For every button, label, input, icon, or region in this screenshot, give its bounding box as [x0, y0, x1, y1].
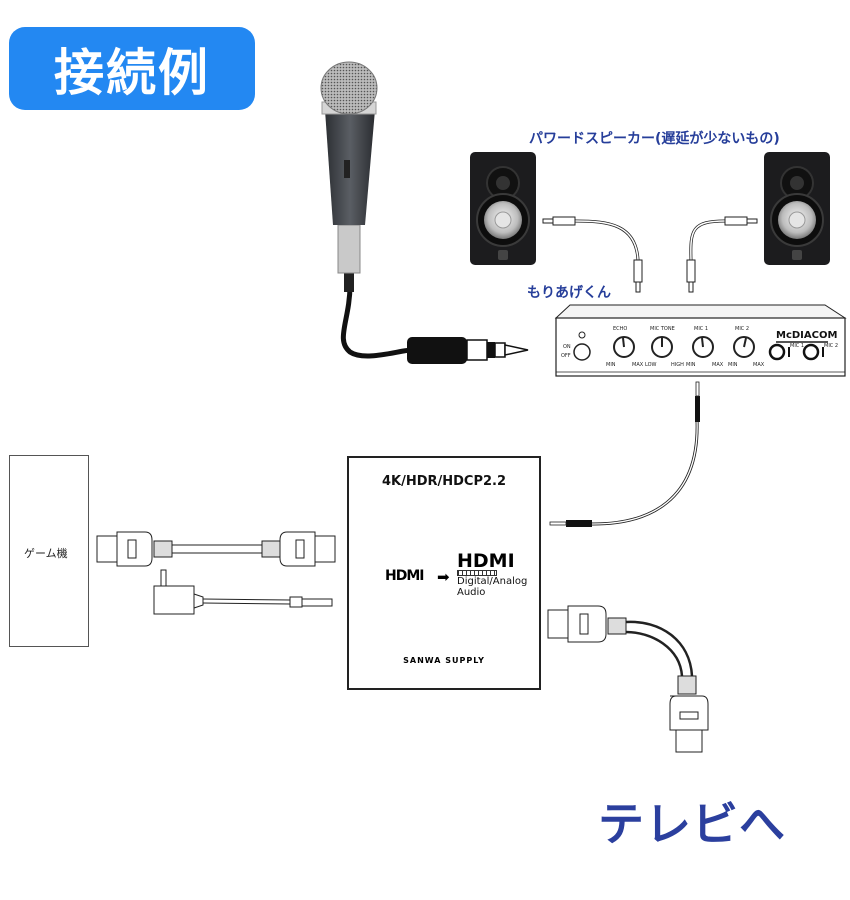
hdmi-cable-tv — [547, 605, 709, 753]
to-tv-label: テレビへ — [598, 797, 786, 851]
game-console-label: ゲーム機 — [24, 547, 68, 560]
hdmi-audio-converter: 4K/HDR/HDCP2.2 HDMI ➡ HDMI Digital/Analo… — [347, 456, 541, 690]
knob-mic-1-max: MAX — [712, 362, 724, 368]
knob-echo: ECHO MIN MAX — [606, 326, 644, 368]
knob-mic-2-label: MIC 2 — [735, 326, 749, 332]
knob-mic-2-min: MIN — [728, 362, 738, 368]
rca-cables — [574, 219, 726, 261]
knob-mic-tone-label: MIC TONE — [650, 326, 675, 332]
power-button — [573, 343, 591, 361]
arrow-right-icon: ➡ — [437, 568, 450, 586]
mixer-brand: McDIACOM — [776, 330, 837, 341]
mic1-jack-label: MIC 1 — [790, 343, 804, 349]
game-console: ゲーム機 — [9, 455, 89, 647]
mic-cable — [340, 284, 413, 359]
knob-mic-tone: MIC TONE LOW HIGH — [645, 326, 684, 368]
converter-audio-line1: Digital/Analog — [457, 576, 528, 587]
knob-mic-tone-max: HIGH — [671, 362, 684, 368]
converter-input-label: HDMI — [385, 568, 424, 584]
title-badge: 接続例 — [9, 27, 255, 110]
power-off-label: OFF — [561, 353, 571, 359]
speakers-label: パワードスピーカー(遅延が少ないもの) — [529, 131, 780, 147]
knob-mic-1: MIC 1 MIN MAX — [686, 326, 724, 368]
mic2-jack-label: MIC 2 — [824, 343, 838, 349]
knob-mic-1-label: MIC 1 — [694, 326, 708, 332]
converter-brand: SANWA SUPPLY — [403, 656, 485, 665]
microphone — [320, 61, 529, 364]
knob-echo-min: MIN — [606, 362, 616, 368]
hdmi-cable-game — [96, 531, 336, 567]
mic2-jack — [802, 343, 820, 361]
hdmi-logo-strip — [457, 570, 497, 576]
knob-echo-max: MAX — [632, 362, 644, 368]
audio-cable — [549, 381, 700, 527]
karaoke-mixer: ON OFF ECHO MIN MAX MIC TONE LOW HIGH MI… — [554, 304, 847, 377]
power-on-label: ON — [563, 344, 571, 350]
mic1-jack — [768, 343, 786, 361]
rca-plugs — [542, 216, 758, 293]
knob-mic-2: MIC 2 MIN MAX — [728, 326, 765, 368]
knob-mic-1-min: MIN — [686, 362, 696, 368]
power-adapter — [153, 569, 333, 615]
knob-echo-label: ECHO — [613, 326, 627, 332]
converter-audio-line2: Audio — [457, 587, 486, 598]
speaker-left — [470, 152, 536, 265]
speaker-right — [764, 152, 830, 265]
converter-audio-label: Digital/Analog Audio — [457, 576, 527, 598]
knob-mic-2-max: MAX — [753, 362, 765, 368]
phone-plug — [407, 337, 467, 364]
converter-title: 4K/HDR/HDCP2.2 — [381, 474, 507, 489]
converter-output-label: HDMI — [457, 550, 515, 572]
mixer-label: もりあげくん — [527, 285, 611, 301]
knob-mic-tone-min: LOW — [645, 362, 657, 368]
